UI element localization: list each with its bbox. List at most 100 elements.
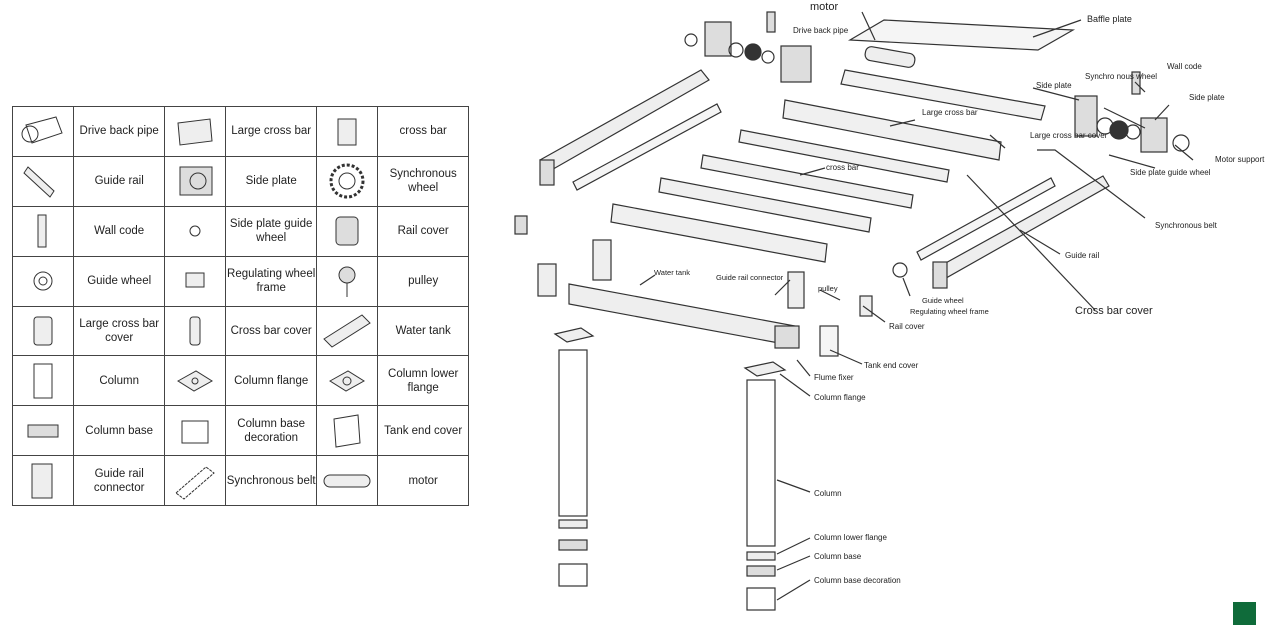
part-name: Guide rail connector [73,455,165,506]
motor-part [864,46,916,68]
part-name: Rail cover [377,205,469,257]
cross-bar-cover-icon [163,305,227,357]
part-name: Drive back pipe [73,106,165,157]
part-name: Column [73,355,165,407]
side-plate-icon [163,155,227,207]
part-name: Large cross bar [225,106,317,157]
column-flange-right [743,361,787,377]
part-name: Synchronous belt [225,455,317,506]
label-side-plate-guide-wheel: Side plate guide wheel [1130,168,1211,177]
column-base-decoration-icon [163,405,227,457]
label-column-lower-flange: Column lower flange [814,533,887,542]
label-side-plate-right: Side plate [1189,93,1225,102]
part-name: Column lower flange [377,355,469,407]
table-row: Guide wheel Regulating wheel frame pulley [11,255,469,307]
table-row: Guide rail Side plate Synchronous wheel [11,155,469,207]
guide-wheel-icon [11,255,75,307]
table-row: Wall code Side plate guide wheel Rail cove… [11,205,469,257]
part-name: Column base decoration [225,405,317,457]
drive-back-pipe-icon [11,106,75,157]
label-baffle-plate: Baffle plate [1087,14,1132,24]
part-name: Guide rail [73,155,165,207]
regulating-wheel-frame-icon [163,255,227,307]
label-motor-support-cover: Motor support cover [1215,155,1265,164]
cross-bar-icon [315,106,379,157]
part-name: Side plate [225,155,317,207]
label-guide-rail: Guide rail [1065,251,1099,260]
label-column-flange: Column flange [814,393,866,402]
part-name: Wall code [73,205,165,257]
cross-bar-1 [738,129,950,183]
label-side-plate-left: Side plate [1036,81,1072,90]
label-large-cross-bar-cover: Large cross bar cover [1030,131,1108,140]
label-column: Column [814,489,842,498]
label-rail-cover: Rail cover [889,322,925,331]
guide-rail-icon [11,155,75,207]
baffle-plate [847,19,1076,51]
label-guide-rail-connector: Guide rail connector [716,273,784,282]
label-column-base: Column base [814,552,862,561]
side-plate-guide-wheel-icon [163,205,227,257]
column-flange-icon [163,355,227,407]
cross-bar-4 [610,203,828,263]
guide-rail-connector-icon [11,455,75,506]
label-water-tank: Water tank [654,268,690,277]
column-right [746,379,776,547]
water-tank-icon [315,305,379,357]
cross-bar-3 [658,177,872,233]
part-name: Tank end cover [377,405,469,457]
exploded-assembly-diagram: motor Drive back pipe Baffle plate Wall … [514,1,1265,611]
part-name: Column base [73,405,165,457]
label-tank-end-cover: Tank end cover [864,361,919,370]
column-icon [11,355,75,407]
large-cross-bar-cover-icon [11,305,75,357]
synchronous-wheel-icon [315,155,379,207]
label-large-cross-bar: Large cross bar [922,108,978,117]
part-name: Regulating wheel frame [225,255,317,307]
column-left [558,349,588,517]
table-row: Column base Column base decoration Tank en… [11,405,469,457]
pulley-icon [315,255,379,307]
label-guide-wheel: Guide wheel [922,296,964,305]
wall-code-icon [11,205,75,257]
column-base-icon [11,405,75,457]
part-name: pulley [377,255,469,307]
part-name: Guide wheel [73,255,165,307]
part-name: Synchronous wheel [377,155,469,207]
label-drive-back-pipe: Drive back pipe [793,26,849,35]
part-name: Side plate guide wheel [225,205,317,257]
tank-end-cover-icon [315,405,379,457]
part-name: Large cross bar cover [73,305,165,357]
label-pulley: pulley [818,284,838,293]
column-lower-flange-icon [315,355,379,407]
label-cross-bar: cross bar [826,163,859,172]
table-row: Large cross bar cover Cross bar cover Wate… [11,305,469,357]
large-cross-bar-icon [163,106,227,157]
part-name: Cross bar cover [225,305,317,357]
rail-cover-icon [315,205,379,257]
side-plate-part [704,21,732,57]
drive-back-pipe-part [840,69,1046,121]
label-column-base-decoration: Column base decoration [814,576,901,585]
label-flume-fixer: Flume fixer [814,373,854,382]
synchronous-belt-icon [163,455,227,506]
corner-badge [1233,602,1256,625]
label-wall-code: Wall code [1167,62,1202,71]
part-name: Column flange [225,355,317,407]
label-synchronous-wheel: Synchro nous wheel [1085,72,1157,81]
label-regulating-wheel-frame: Regulating wheel frame [910,307,989,316]
water-tank-part [568,283,796,347]
part-name: cross bar [377,106,469,157]
column-flange-left [553,327,595,343]
label-synchronous-belt: Synchronous belt [1155,221,1218,230]
cross-bar-2 [700,154,914,209]
label-cross-bar-cover: Cross bar cover [1075,305,1153,317]
table-row: Column Column flange Column lower flange [11,355,469,407]
label-motor: motor [810,1,838,13]
motor-icon [315,455,379,506]
part-name: Water tank [377,305,469,357]
table-row: Drive back pipe Large cross bar cross bar [11,106,469,157]
large-cross-bar-part [782,99,1002,161]
